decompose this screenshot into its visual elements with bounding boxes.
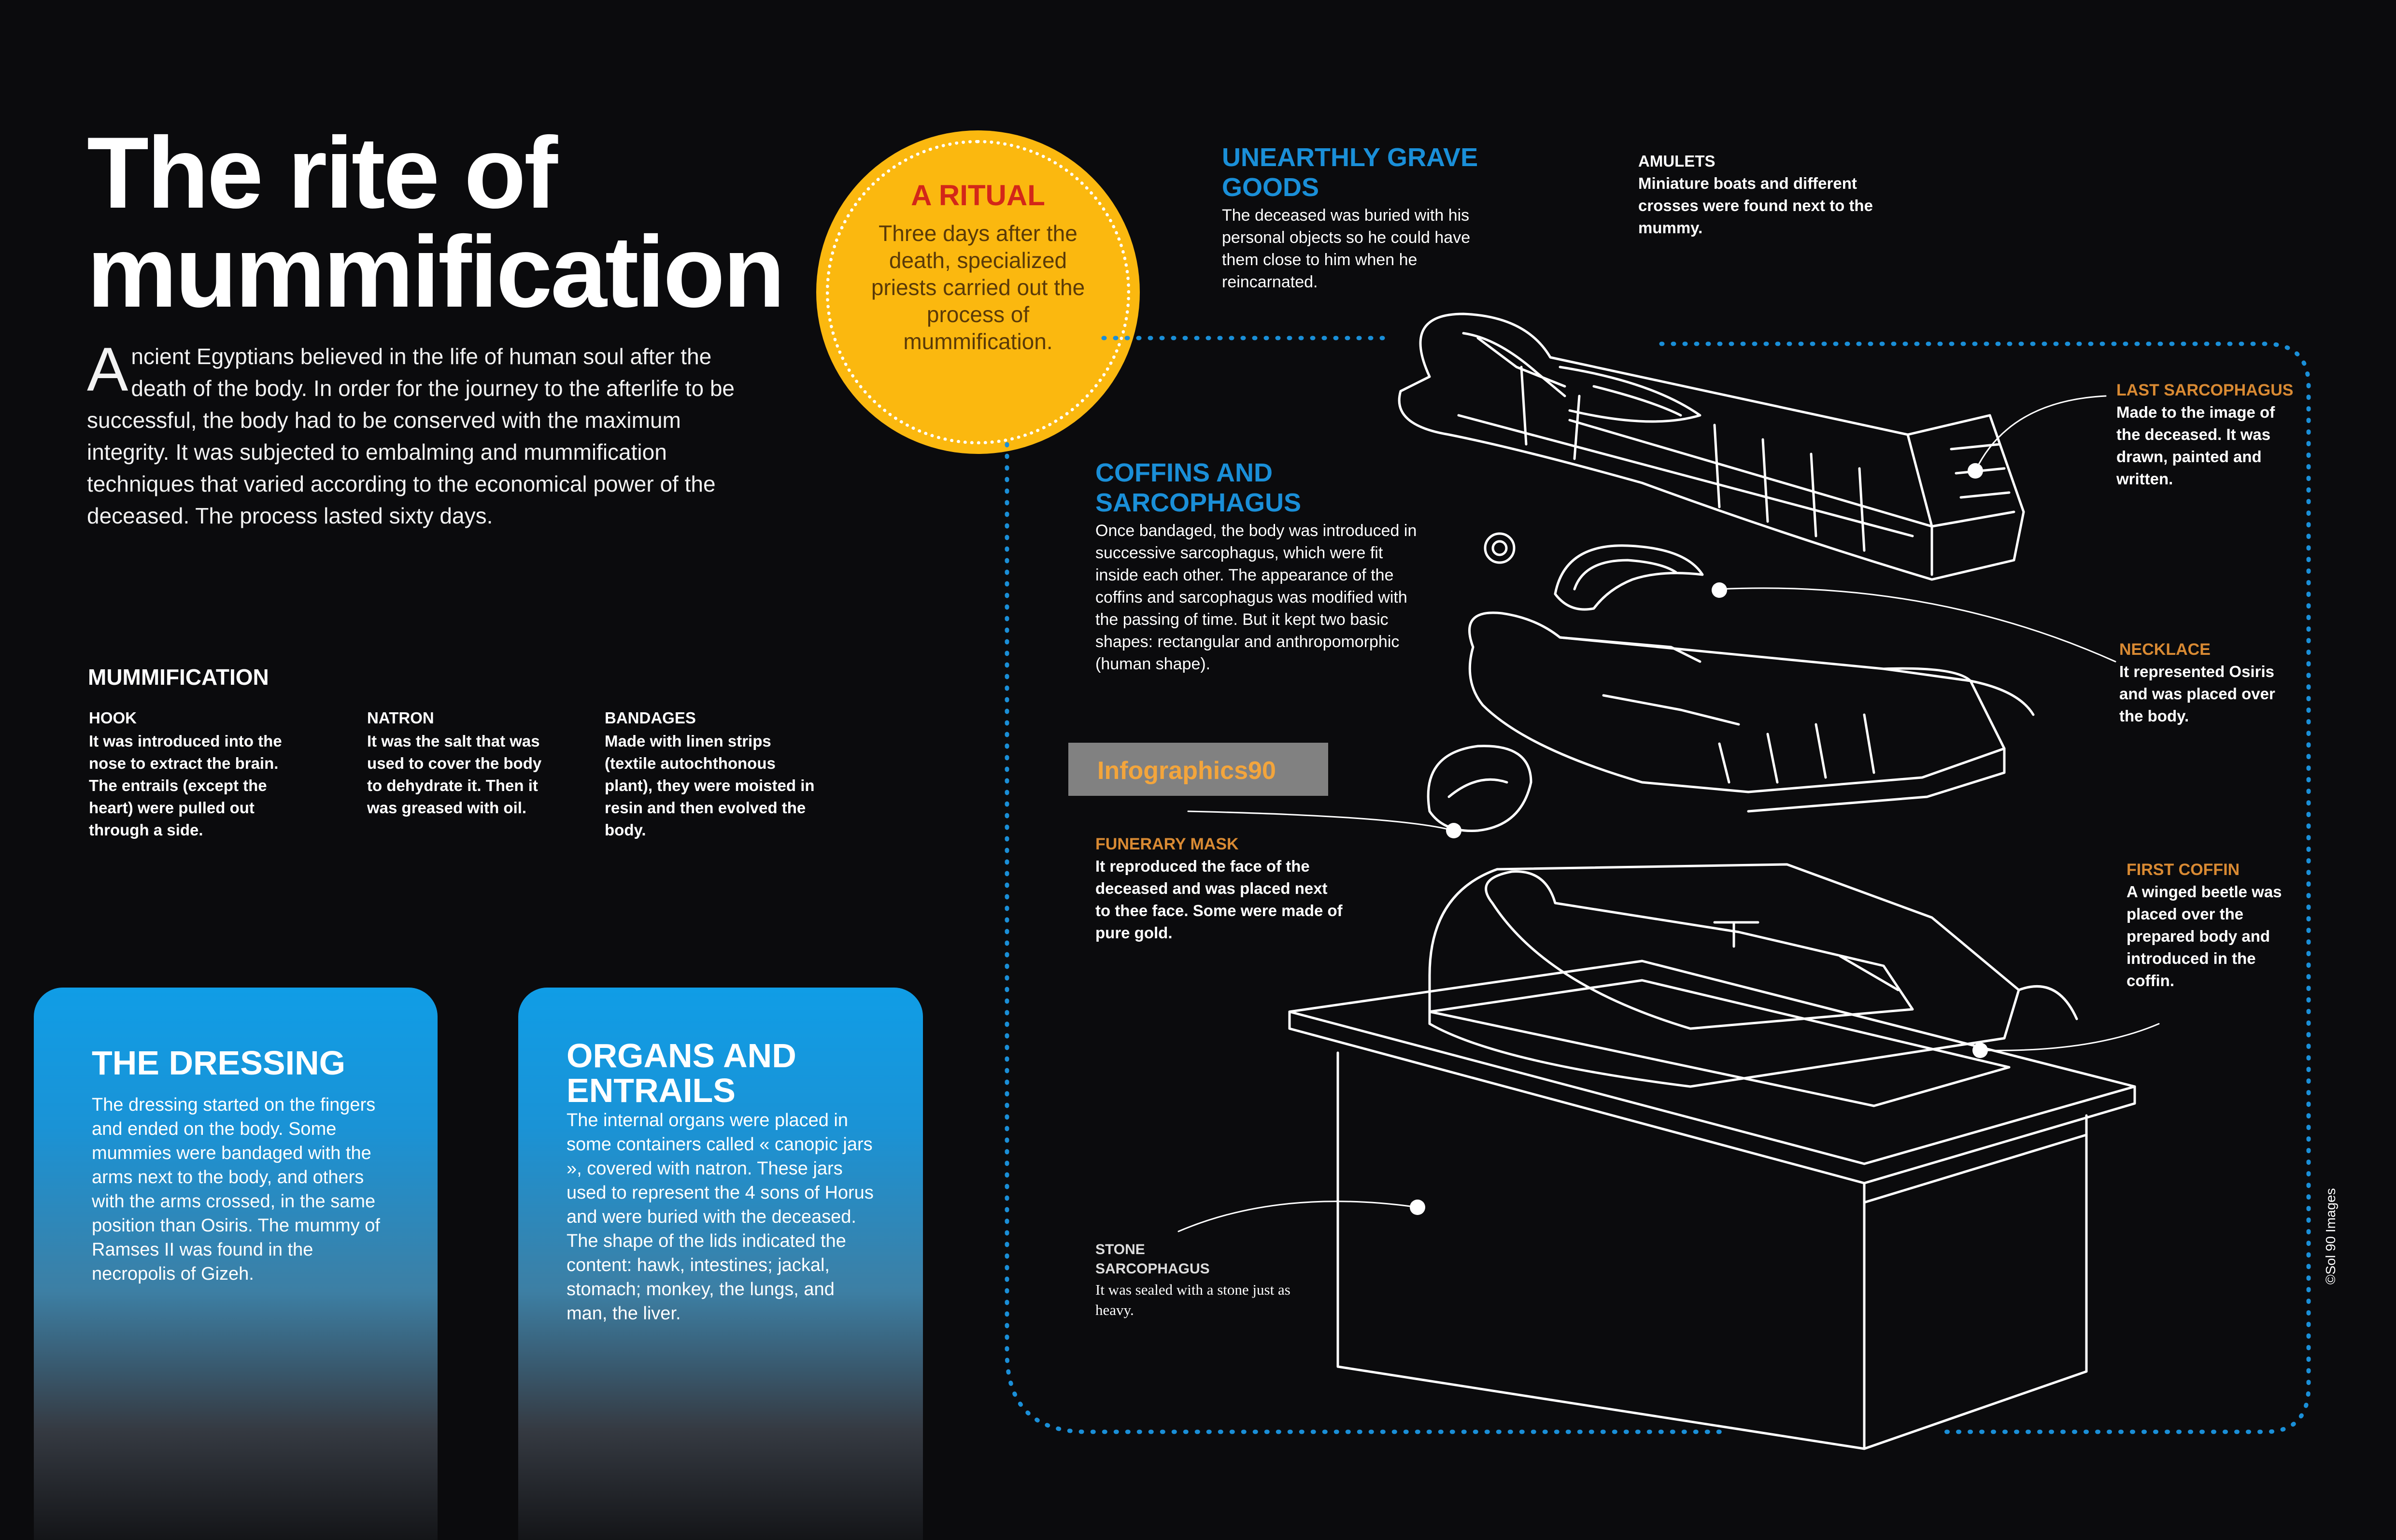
funerary-mask-title: FUNERARY MASK xyxy=(1095,835,1239,853)
stone-sarcophagus-text: It was sealed with a stone just as heavy… xyxy=(1095,1281,1290,1318)
organs-title: ORGANS AND ENTRAILS xyxy=(567,1037,796,1109)
stone-sarcophagus-block: STONE SARCOPHAGUS It was sealed with a s… xyxy=(1095,1240,1298,1320)
coffins-title: COFFINS AND SARCOPHAGUS xyxy=(1095,458,1302,517)
natron-block: NATRON It was the salt that was used to … xyxy=(367,709,560,819)
grave-goods-text: The deceased was buried with his persona… xyxy=(1222,206,1471,291)
dressing-panel: THE DRESSING The dressing started on the… xyxy=(34,988,438,1540)
last-sarcophagus-drawing xyxy=(1398,312,2025,581)
first-coffin-block: FIRST COFFIN A winged beetle was placed … xyxy=(2127,859,2300,992)
ritual-dotted-ring xyxy=(826,140,1130,444)
funerary-mask-block: FUNERARY MASK It reproduced the face of … xyxy=(1095,833,1347,944)
necklace-block: NECKLACE It represented Osiris and was p… xyxy=(2119,638,2293,727)
watermark-badge: Infographics90 xyxy=(1068,743,1328,796)
amulets-title: AMULETS xyxy=(1638,152,1715,170)
hook-block: HOOK It was introduced into the nose to … xyxy=(89,709,311,841)
title-line-1: The rite of xyxy=(87,116,558,229)
page-title: The rite of mummification xyxy=(87,116,785,328)
coffins-block: COFFINS AND SARCOPHAGUS Once bandaged, t… xyxy=(1095,458,1424,675)
last-sarcophagus-title: LAST SARCOPHAGUS xyxy=(2116,381,2294,399)
first-coffin-drawing xyxy=(1428,863,2078,1088)
natron-title: NATRON xyxy=(367,709,434,727)
ritual-text: Three days after the death, specialized … xyxy=(871,221,1085,354)
credit-text: ©Sol 90 Images xyxy=(2323,1188,2338,1285)
watermark-text: Infographics90 xyxy=(1097,757,1276,785)
first-coffin-text: A winged beetle was placed over the prep… xyxy=(2127,883,2282,989)
necklace-drawing xyxy=(1484,532,1704,611)
bandages-block: BANDAGES Made with linen strips (textile… xyxy=(605,709,817,841)
bandages-text: Made with linen strips (textile autochth… xyxy=(605,732,815,839)
last-sarcophagus-block: LAST SARCOPHAGUS Made to the image of th… xyxy=(2116,379,2300,490)
organs-text: The internal organs were placed in some … xyxy=(567,1110,874,1324)
dressing-text: The dressing started on the fingers and … xyxy=(92,1095,380,1284)
title-line-2: mummification xyxy=(87,215,785,328)
amulets-block: AMULETS Miniature boats and different cr… xyxy=(1638,152,1909,239)
necklace-title: NECKLACE xyxy=(2119,640,2211,659)
funerary-mask-drawing xyxy=(1427,745,1532,832)
hook-text: It was introduced into the nose to extra… xyxy=(89,732,282,839)
intro-text: ncient Egyptians believed in the life of… xyxy=(87,344,735,528)
stone-sarcophagus-drawing xyxy=(1288,960,2136,1450)
middle-coffin-drawing xyxy=(1468,611,2035,813)
necklace-text: It represented Osiris and was placed ove… xyxy=(2119,663,2275,725)
funerary-mask-text: It reproduced the face of the deceased a… xyxy=(1095,857,1343,942)
hook-title: HOOK xyxy=(89,709,137,727)
amulets-text: Miniature boats and different crosses we… xyxy=(1638,174,1873,237)
bandages-title: BANDAGES xyxy=(605,709,696,727)
intro-dropcap: A xyxy=(87,335,128,404)
leader-lines xyxy=(1177,395,2160,1232)
dotted-frame xyxy=(1005,336,2311,1434)
ritual-badge: A RITUAL Three days after the death, spe… xyxy=(816,130,1140,454)
grave-goods-title: UNEARTHLY GRAVE GOODS xyxy=(1222,143,1478,202)
natron-text: It was the salt that was used to cover t… xyxy=(367,732,542,817)
dressing-title: THE DRESSING xyxy=(92,1044,346,1082)
first-coffin-title: FIRST COFFIN xyxy=(2127,861,2240,879)
grave-goods-block: UNEARTHLY GRAVE GOODS The deceased was b… xyxy=(1222,142,1492,293)
stone-sarcophagus-title: STONE SARCOPHAGUS xyxy=(1095,1242,1210,1277)
last-sarcophagus-text: Made to the image of the deceased. It wa… xyxy=(2116,403,2275,488)
mummification-heading: MUMMIFICATION xyxy=(88,664,269,690)
coffins-text: Once bandaged, the body was introduced i… xyxy=(1095,522,1417,673)
organs-panel: ORGANS AND ENTRAILS The internal organs … xyxy=(518,988,923,1540)
ritual-title: A RITUAL xyxy=(911,179,1045,212)
leader-dots xyxy=(1410,463,1988,1215)
